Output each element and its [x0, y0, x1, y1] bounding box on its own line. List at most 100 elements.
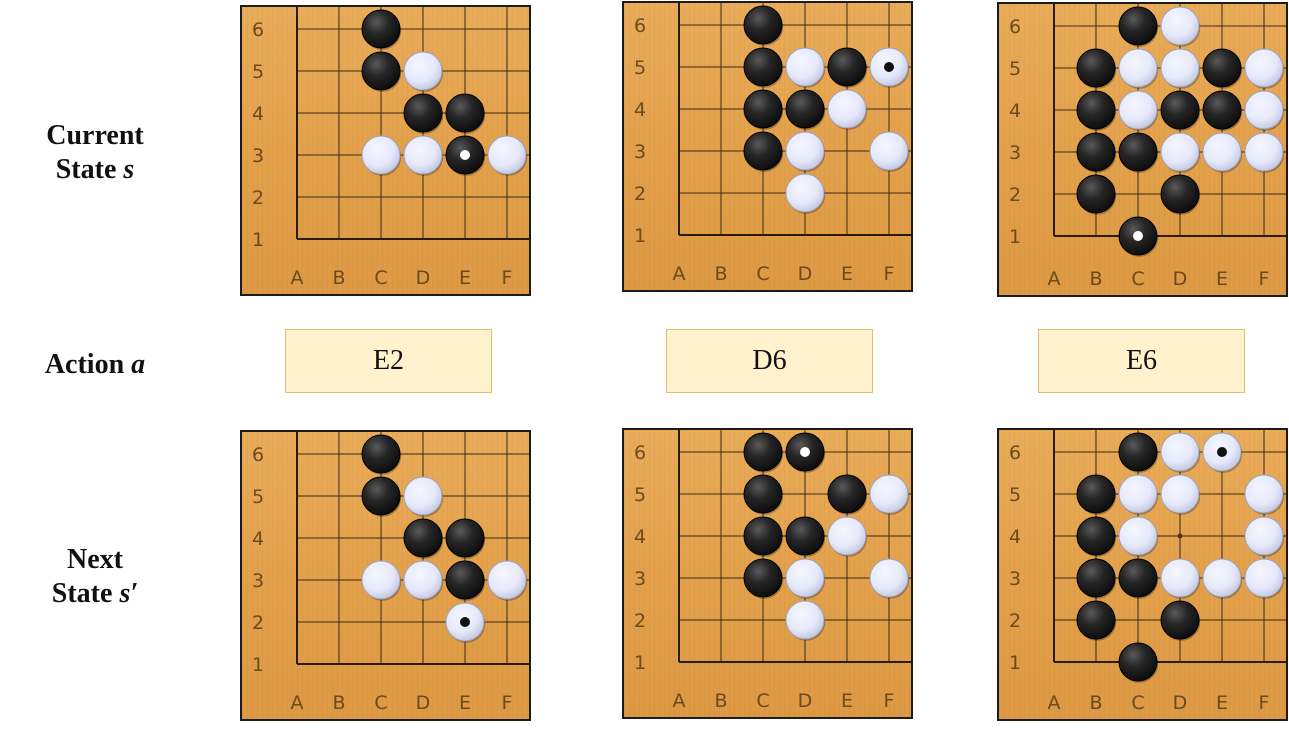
row-coordinate: 3	[252, 570, 264, 592]
column-coordinate: E	[841, 690, 853, 712]
black-stone	[785, 516, 826, 557]
column-coordinate: C	[374, 267, 387, 289]
column-coordinate: D	[1173, 692, 1188, 714]
column-coordinate: D	[798, 263, 813, 285]
column-coordinate: D	[416, 267, 431, 289]
black-stone	[445, 518, 486, 559]
row-coordinate: 6	[634, 15, 646, 37]
row-coordinate: 3	[1009, 568, 1021, 590]
row-coordinate: 6	[252, 444, 264, 466]
black-stone	[445, 560, 486, 601]
black-stone	[743, 516, 784, 557]
white-stone	[869, 558, 910, 599]
white-stone	[1244, 48, 1285, 89]
action-label-col2: D6	[752, 345, 787, 376]
row-coordinate: 4	[1009, 100, 1021, 122]
column-coordinate: E	[459, 267, 471, 289]
column-coordinate: A	[291, 267, 304, 289]
black-stone	[361, 9, 402, 50]
action-box-col2: D6	[666, 329, 873, 393]
column-coordinate: E	[1216, 692, 1228, 714]
row-coordinate: 1	[634, 652, 646, 674]
column-coordinate: F	[884, 690, 895, 712]
black-stone	[827, 47, 868, 88]
row-coordinate: 5	[1009, 484, 1021, 506]
white-stone	[1202, 558, 1243, 599]
column-coordinate: B	[714, 690, 727, 712]
column-coordinate: B	[332, 692, 345, 714]
column-coordinate: F	[884, 263, 895, 285]
column-coordinate: D	[416, 692, 431, 714]
row-coordinate: 3	[634, 568, 646, 590]
white-stone	[1160, 558, 1201, 599]
black-stone	[1076, 132, 1117, 173]
white-stone	[1118, 90, 1159, 131]
black-stone	[361, 476, 402, 517]
row-coordinate: 6	[1009, 442, 1021, 464]
column-coordinate: E	[1216, 268, 1228, 290]
black-stone	[827, 474, 868, 515]
black-stone	[1160, 174, 1201, 215]
black-stone	[1076, 516, 1117, 557]
white-stone	[869, 474, 910, 515]
column-coordinate: E	[841, 263, 853, 285]
white-stone	[785, 558, 826, 599]
row-label-current-state: Current State s	[0, 119, 190, 187]
black-stone	[743, 5, 784, 46]
black-stone	[1118, 642, 1159, 683]
white-stone	[869, 131, 910, 172]
white-stone	[1118, 474, 1159, 515]
row-coordinate: 5	[252, 486, 264, 508]
white-stone	[1244, 474, 1285, 515]
row-coordinate: 2	[1009, 184, 1021, 206]
white-stone	[1160, 132, 1201, 173]
white-stone	[1160, 474, 1201, 515]
black-stone	[1076, 600, 1117, 641]
black-stone	[743, 474, 784, 515]
white-stone	[1244, 90, 1285, 131]
black-stone	[1076, 48, 1117, 89]
column-coordinate: F	[502, 267, 513, 289]
row-coordinate: 1	[252, 654, 264, 676]
last-move-marker	[460, 150, 470, 160]
column-coordinate: D	[1173, 268, 1188, 290]
black-stone	[1118, 432, 1159, 473]
white-stone	[1244, 132, 1285, 173]
black-stone	[1160, 600, 1201, 641]
action-label-col1: E2	[372, 345, 405, 376]
row-coordinate: 4	[1009, 526, 1021, 548]
black-stone	[445, 93, 486, 134]
column-coordinate: A	[291, 692, 304, 714]
white-stone	[1202, 132, 1243, 173]
current-state-line1: Current	[46, 120, 144, 151]
row-coordinate: 4	[252, 528, 264, 550]
black-stone	[743, 558, 784, 599]
next-state-line2: State s′	[51, 578, 139, 609]
column-coordinate: C	[756, 263, 769, 285]
white-stone	[487, 560, 528, 601]
white-stone	[403, 135, 444, 176]
row-coordinate: 1	[634, 225, 646, 247]
black-stone	[1160, 90, 1201, 131]
row-coordinate: 3	[634, 141, 646, 163]
black-stone	[1202, 48, 1243, 89]
row-coordinate: 1	[1009, 226, 1021, 248]
column-coordinate: C	[1131, 268, 1144, 290]
next-state-line1: Next	[67, 544, 123, 575]
column-coordinate: B	[1089, 692, 1102, 714]
action-box-col3: E6	[1038, 329, 1245, 393]
black-stone	[1076, 558, 1117, 599]
column-coordinate: F	[1259, 692, 1270, 714]
column-coordinate: F	[1259, 268, 1270, 290]
black-stone	[1076, 90, 1117, 131]
last-move-marker	[800, 447, 810, 457]
row-coordinate: 4	[634, 526, 646, 548]
